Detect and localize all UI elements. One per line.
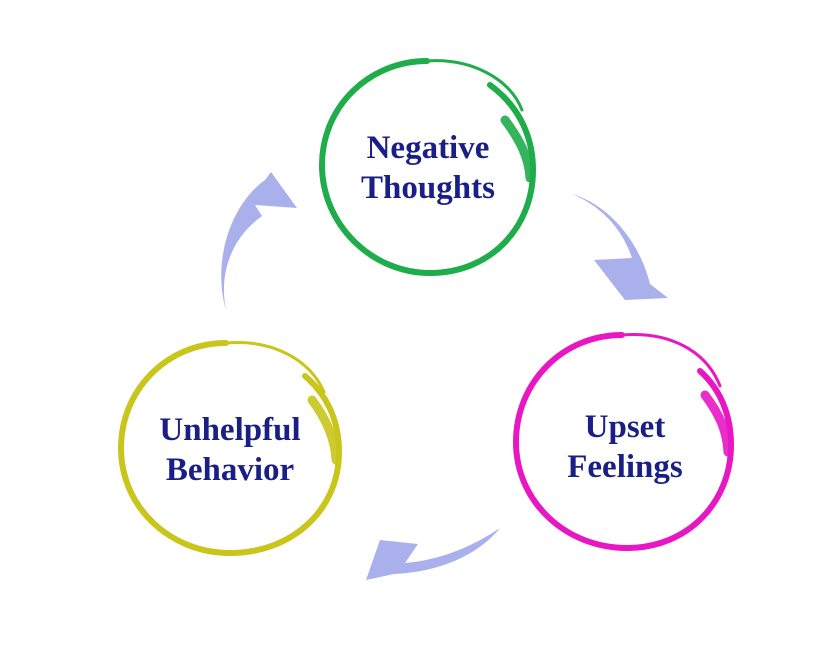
node-upset-feelings-line2: Feelings bbox=[567, 449, 683, 485]
node-upset-feelings-line1: Upset bbox=[584, 409, 666, 445]
arrow-behavior-to-thoughts bbox=[221, 172, 297, 310]
node-negative-thoughts: Negative Thoughts bbox=[308, 128, 548, 208]
node-upset-feelings: Upset Feelings bbox=[505, 407, 745, 487]
node-unhelpful-behavior: Unhelpful Behavior bbox=[110, 410, 350, 490]
node-negative-thoughts-line2: Thoughts bbox=[361, 170, 495, 206]
ring-unhelpful-behavior bbox=[117, 340, 343, 557]
node-unhelpful-behavior-line1: Unhelpful bbox=[159, 412, 301, 448]
arrow-thoughts-to-feelings bbox=[570, 193, 668, 300]
ring-upset-feelings bbox=[512, 332, 735, 552]
arrow-feelings-to-behavior bbox=[366, 528, 500, 580]
node-unhelpful-behavior-line2: Behavior bbox=[165, 452, 295, 488]
node-negative-thoughts-line1: Negative bbox=[366, 130, 490, 166]
ring-negative-thoughts bbox=[318, 58, 537, 277]
